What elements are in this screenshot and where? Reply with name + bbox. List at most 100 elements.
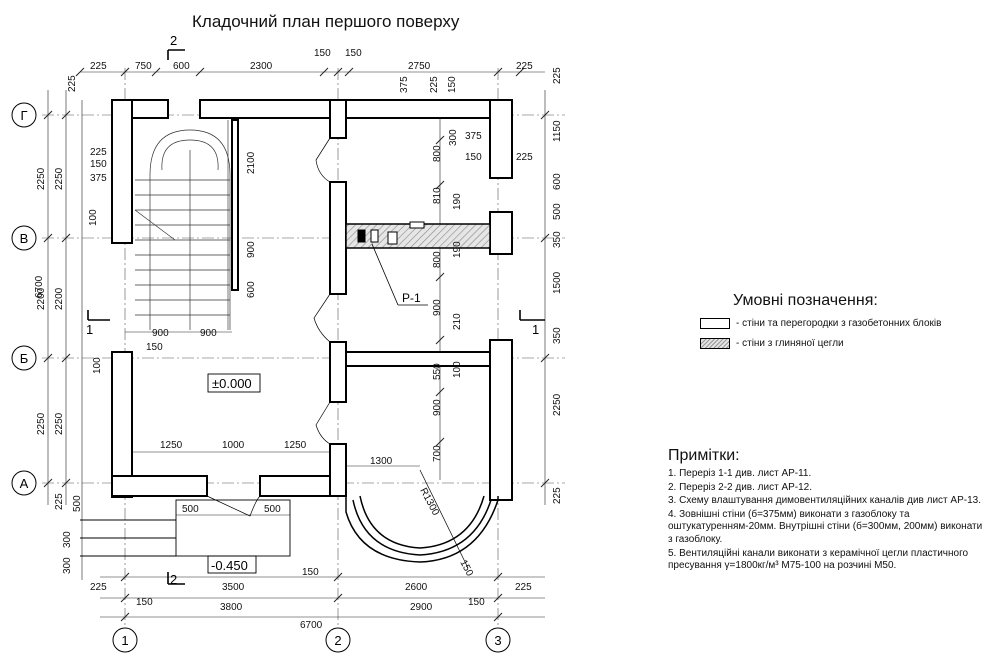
bay-radius-leader bbox=[419, 469, 469, 569]
svg-text:225: 225 bbox=[54, 493, 65, 510]
svg-text:1150: 1150 bbox=[552, 120, 563, 142]
porch bbox=[80, 499, 291, 557]
svg-text:2300: 2300 bbox=[250, 61, 273, 72]
level-entry: -0.450 bbox=[211, 558, 248, 573]
svg-text:225: 225 bbox=[515, 582, 532, 593]
wall-east-top bbox=[489, 99, 513, 179]
svg-text:550: 550 bbox=[432, 363, 443, 380]
door-swings bbox=[206, 137, 331, 517]
note-4: 4. Зовнішні стіни (б=375мм) виконати з г… bbox=[668, 508, 983, 545]
section-1-right: 1 bbox=[532, 322, 539, 337]
svg-text:700: 700 bbox=[432, 445, 443, 462]
svg-text:2250: 2250 bbox=[36, 412, 47, 435]
legend-swatch-blank bbox=[700, 318, 730, 329]
svg-text:225: 225 bbox=[90, 61, 107, 72]
svg-text:210: 210 bbox=[452, 313, 463, 330]
svg-text:500: 500 bbox=[264, 504, 281, 515]
svg-text:900: 900 bbox=[246, 241, 257, 258]
svg-text:150: 150 bbox=[314, 48, 331, 59]
partition-center-lower bbox=[329, 443, 347, 497]
partition-north-stub bbox=[329, 99, 347, 139]
svg-text:150: 150 bbox=[468, 597, 485, 608]
svg-text:150: 150 bbox=[302, 567, 319, 578]
legend-title: Умовні позначення: bbox=[733, 292, 878, 309]
section-2-top: 2 bbox=[170, 33, 177, 48]
wall-south-left bbox=[111, 475, 208, 497]
wall-west-upper bbox=[111, 99, 133, 244]
wall-north-right bbox=[345, 99, 513, 119]
svg-text:2250: 2250 bbox=[552, 393, 563, 416]
svg-text:150: 150 bbox=[146, 342, 163, 353]
partition-center-mid bbox=[329, 341, 347, 403]
axis-label-1: 1 bbox=[121, 633, 128, 648]
svg-text:375: 375 bbox=[465, 131, 482, 142]
note-5: 5. Вентиляційні канали виконати з керамі… bbox=[668, 547, 969, 572]
svg-text:350: 350 bbox=[552, 327, 563, 344]
axis-label-v: В bbox=[20, 231, 29, 246]
note-2: 2. Переріз 2-2 див. лист АР-12. bbox=[668, 481, 813, 493]
stair bbox=[134, 129, 231, 330]
svg-text:2200: 2200 bbox=[36, 287, 47, 310]
svg-text:150: 150 bbox=[447, 76, 458, 93]
svg-text:150: 150 bbox=[136, 597, 153, 608]
svg-text:600: 600 bbox=[246, 281, 257, 298]
svg-text:2250: 2250 bbox=[54, 167, 65, 190]
svg-text:225: 225 bbox=[516, 61, 533, 72]
dimension-lines bbox=[47, 71, 546, 618]
svg-text:2250: 2250 bbox=[36, 167, 47, 190]
svg-text:3500: 3500 bbox=[222, 582, 245, 593]
wall-east-lower bbox=[489, 339, 513, 501]
svg-text:R1300: R1300 bbox=[417, 486, 441, 518]
svg-text:225: 225 bbox=[516, 152, 533, 163]
legend-swatch-hatch bbox=[700, 338, 730, 349]
svg-text:225: 225 bbox=[90, 147, 107, 158]
flue-leader bbox=[371, 243, 399, 306]
svg-text:900: 900 bbox=[432, 399, 443, 416]
stair-wall-center bbox=[231, 119, 239, 291]
svg-text:810: 810 bbox=[432, 187, 443, 204]
level-marks: ±0.000 -0.450 bbox=[207, 373, 261, 574]
svg-text:190: 190 bbox=[452, 193, 463, 210]
svg-text:900: 900 bbox=[200, 328, 217, 339]
svg-text:225: 225 bbox=[67, 75, 78, 92]
svg-text:500: 500 bbox=[552, 203, 563, 220]
svg-text:1250: 1250 bbox=[284, 440, 307, 451]
section-2-bottom: 2 bbox=[170, 572, 177, 587]
legend-item-brick: - стіни з глиняної цегли bbox=[700, 338, 844, 349]
svg-text:600: 600 bbox=[173, 61, 190, 72]
svg-text:150: 150 bbox=[457, 558, 475, 578]
svg-text:150: 150 bbox=[90, 159, 107, 170]
level-zero: ±0.000 bbox=[212, 376, 252, 391]
svg-text:300: 300 bbox=[448, 129, 459, 146]
floor-plan: Р-1 2 2 1 1 bbox=[11, 33, 565, 653]
svg-text:2250: 2250 bbox=[54, 412, 65, 435]
note-3: 3. Схему влаштування димовентиляційних к… bbox=[668, 495, 981, 507]
svg-text:800: 800 bbox=[432, 251, 443, 268]
svg-text:375: 375 bbox=[90, 173, 107, 184]
section-1-left: 1 bbox=[86, 322, 93, 337]
notes-list: 1. Переріз 1-1 див. лист АР-11. 2. Перер… bbox=[668, 468, 988, 574]
svg-text:500: 500 bbox=[182, 504, 199, 515]
axis-label-g: Г bbox=[20, 108, 27, 123]
flue-label: Р-1 bbox=[402, 291, 421, 305]
axis-label-a: А bbox=[20, 476, 29, 491]
left-total: 6700 bbox=[34, 275, 45, 298]
bay-window bbox=[345, 495, 499, 563]
svg-text:150: 150 bbox=[465, 152, 482, 163]
partition-b-axis bbox=[345, 351, 491, 367]
legend-label-aerated: - стіни та перегородки з газобетонних бл… bbox=[736, 318, 942, 329]
svg-text:190: 190 bbox=[452, 241, 463, 258]
svg-text:2900: 2900 bbox=[410, 602, 433, 613]
svg-text:1300: 1300 bbox=[370, 456, 393, 467]
svg-text:600: 600 bbox=[552, 173, 563, 190]
walls bbox=[111, 99, 513, 501]
svg-text:2100: 2100 bbox=[246, 151, 257, 174]
legend-label-brick: - стіни з глиняної цегли bbox=[736, 338, 844, 349]
axis-bubbles bbox=[11, 102, 511, 653]
note-1: 1. Переріз 1-1 див. лист АР-11. bbox=[668, 468, 812, 479]
axis-label-2: 2 bbox=[334, 633, 341, 648]
svg-text:225: 225 bbox=[552, 487, 563, 504]
partition-center-upper bbox=[329, 181, 347, 295]
dimension-ticks bbox=[43, 67, 550, 622]
svg-text:100: 100 bbox=[92, 357, 103, 374]
